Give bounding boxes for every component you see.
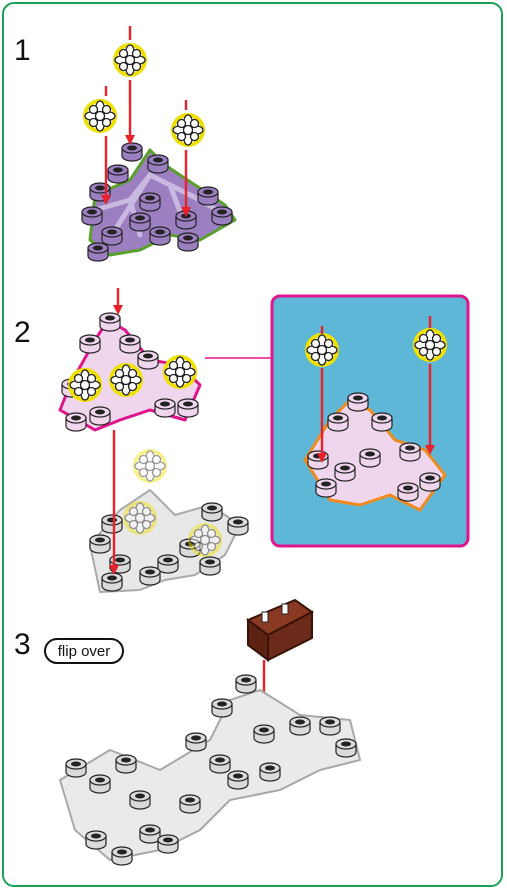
step-1-arrows (101, 26, 191, 217)
step-2-number: 2 (14, 316, 31, 349)
flip-over-badge: flip over (44, 638, 124, 664)
step-1-flower-beads (83, 43, 205, 147)
step-1-number: 1 (14, 34, 31, 67)
step-3-connector-block (246, 598, 314, 662)
step-1-purple-snowflake (81, 142, 237, 262)
step-3-number: 3 (14, 628, 31, 661)
detail-callout (270, 294, 470, 548)
step-2-pink-snowflake (58, 312, 202, 432)
step-3-gray-base (59, 674, 361, 866)
